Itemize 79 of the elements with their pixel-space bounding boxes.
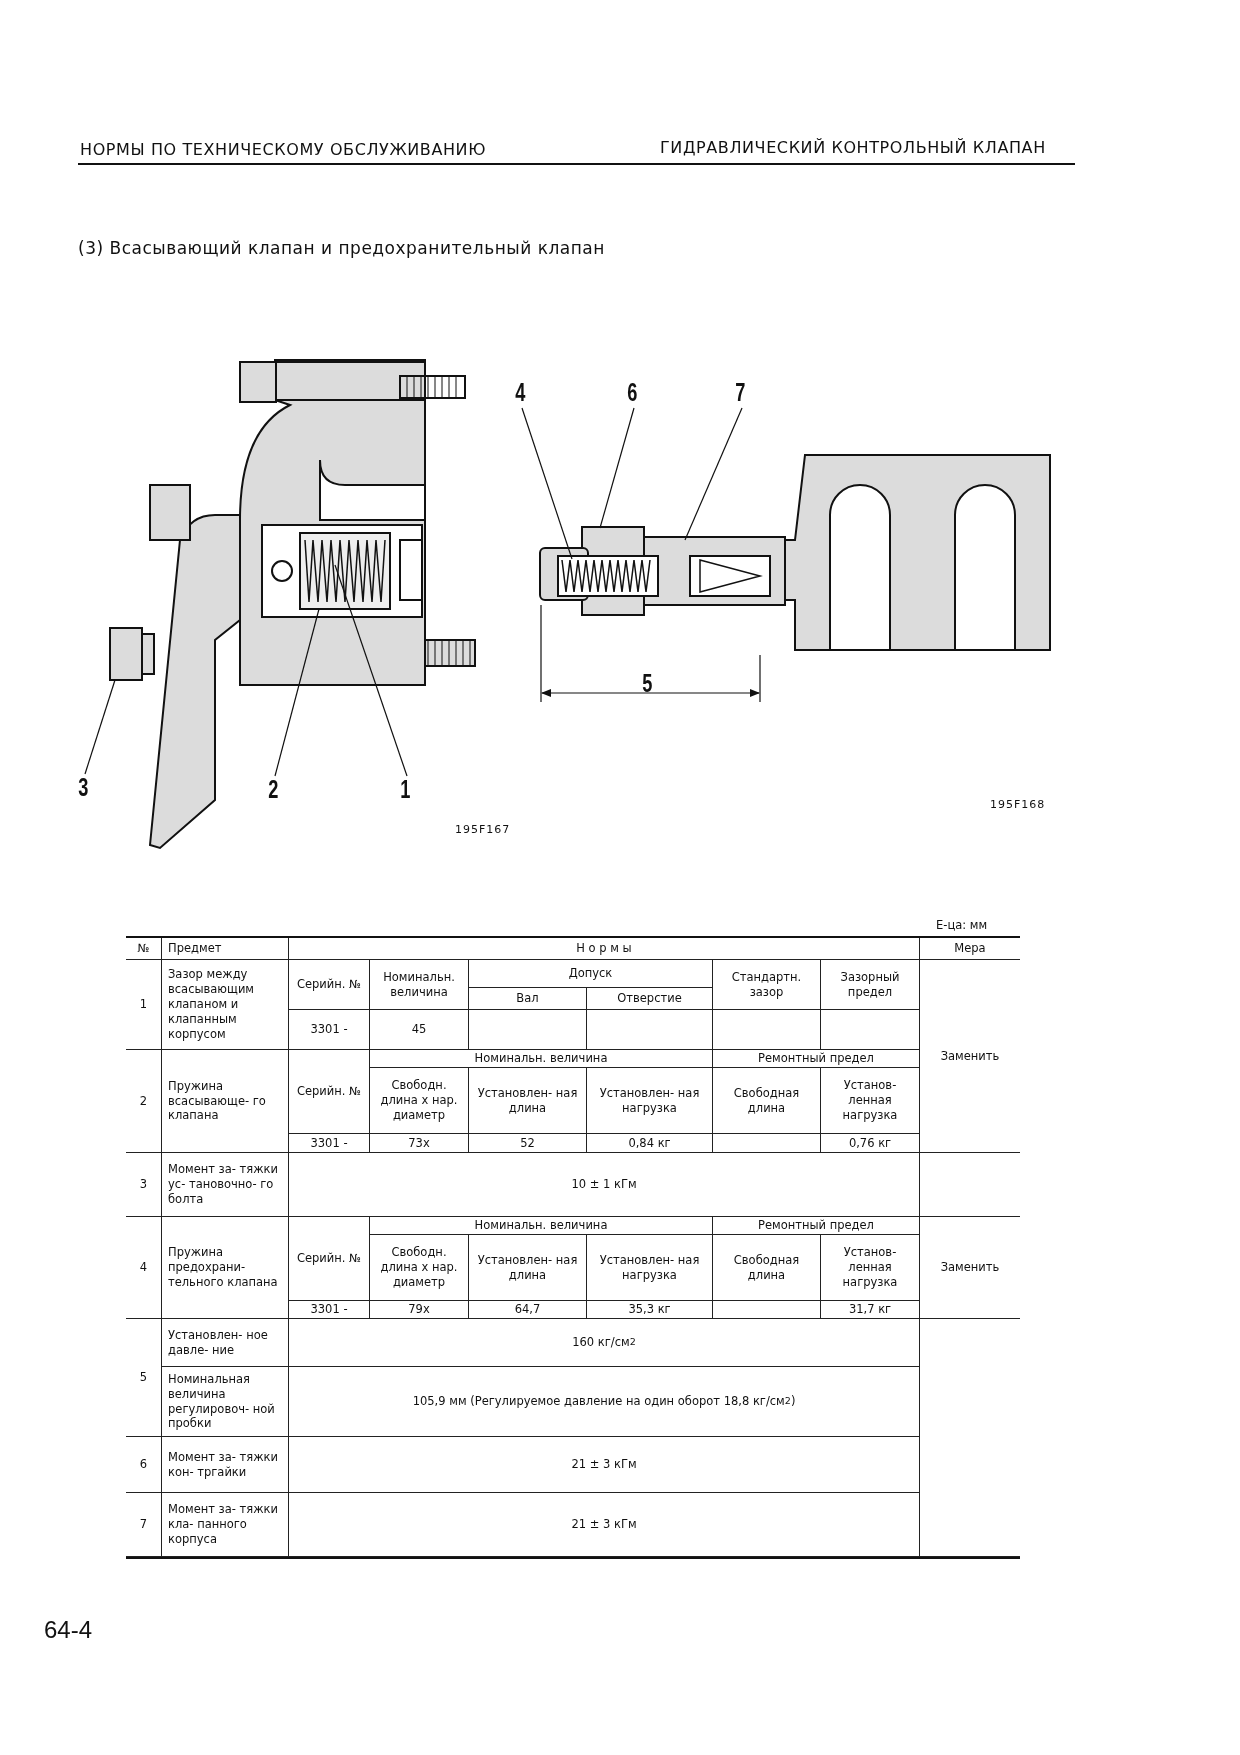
- callout-number: 7: [735, 377, 746, 408]
- table-cell: 45: [370, 1010, 469, 1050]
- table-cell: Ремонтный предел: [713, 1217, 920, 1235]
- table-cell: Номинальн. величина: [370, 1050, 713, 1068]
- table-cell: 79x: [370, 1301, 469, 1319]
- item-name-cell: Момент за- тяжки кла- панного корпуса: [162, 1493, 289, 1557]
- section-title: (3) Всасывающий клапан и предохранительный клапан: [78, 238, 605, 258]
- item-name-cell: Номинальная величина регулировоч- ной пробки: [162, 1367, 289, 1437]
- table-cell: Номинальн. величина: [370, 960, 469, 1010]
- table-cell: Зазорный предел: [821, 960, 920, 1010]
- dimension-value: 5: [642, 668, 653, 699]
- table-cell: Свободная длина: [713, 1068, 821, 1134]
- table-cell: 3301 -: [289, 1010, 370, 1050]
- table-cell: Свободная длина: [713, 1235, 821, 1301]
- table-cell: Установлен- ная нагрузка: [587, 1235, 713, 1301]
- table-cell: 4: [126, 1217, 162, 1319]
- leader-line: [84, 679, 116, 775]
- figure-code: 195F167: [455, 823, 511, 836]
- table-cell: Заменить: [920, 1217, 1020, 1319]
- item-name-cell: Момент за- тяжки ус- тановочно- го болта: [162, 1153, 289, 1217]
- column-header: Н о р м ы: [289, 938, 920, 960]
- table-cell: Установлен- ная длина: [469, 1068, 587, 1134]
- table-cell: 7: [126, 1493, 162, 1557]
- table-cell: 52: [469, 1134, 587, 1153]
- item-name-cell: Момент за- тяжки кон- тргайки: [162, 1437, 289, 1493]
- table-cell: Заменить: [920, 960, 1020, 1153]
- page-header: ГИДРАВЛИЧЕСКИЙ КОНТРОЛЬНЫЙ КЛАПАН: [660, 138, 1046, 157]
- leader-line: [684, 407, 743, 541]
- table-cell: Ремонтный предел: [713, 1050, 920, 1068]
- leader-line: [274, 608, 320, 777]
- table-cell: Серийн. №: [289, 960, 370, 1010]
- table-cell: 0,84 кг: [587, 1134, 713, 1153]
- table-cell: Отверстие: [587, 988, 713, 1010]
- page-number: 64-4: [44, 1616, 93, 1644]
- leader-line: [599, 407, 635, 529]
- table-cell: Допуск: [469, 960, 713, 988]
- table-cell: 3: [126, 1153, 162, 1217]
- page-header: НОРМЫ ПО ТЕХНИЧЕСКОМУ ОБСЛУЖИВАНИЮ: [80, 140, 486, 159]
- table-cell: Установлен- ная нагрузка: [587, 1068, 713, 1134]
- item-name-cell: Установлен- ное давле- ние: [162, 1319, 289, 1367]
- table-cell: Установлен- ная длина: [469, 1235, 587, 1301]
- leader-line: [521, 407, 573, 560]
- column-header: Предмет: [162, 938, 289, 960]
- table-cell: Серийн. №: [289, 1050, 370, 1134]
- table-cell: 3301 -: [289, 1301, 370, 1319]
- column-header: №: [126, 938, 162, 960]
- table-cell: Вал: [469, 988, 587, 1010]
- figure-code: 195F168: [990, 798, 1046, 811]
- table-cell: 64,7: [469, 1301, 587, 1319]
- item-name-cell: Пружина всасывающе- го клапана: [162, 1050, 289, 1153]
- column-header: Мера: [920, 938, 1020, 960]
- table-cell: 21 ± 3 кГм: [289, 1437, 920, 1493]
- item-name-cell: Пружина предохрани- тельного клапана: [162, 1217, 289, 1319]
- table-cell: Номинальн. величина: [370, 1217, 713, 1235]
- table-cell: Стандартн. зазор: [713, 960, 821, 1010]
- table-cell: 6: [126, 1437, 162, 1493]
- table-cell: 2: [126, 1050, 162, 1153]
- table-cell: Свободн. длина x нар. диаметр: [370, 1068, 469, 1134]
- table-cell: 1: [126, 960, 162, 1050]
- item-name-cell: Зазор между всасывающим клапаном и клапанным корпусом: [162, 960, 289, 1050]
- table-cell: 10 ± 1 кГм: [289, 1153, 920, 1217]
- table-cell: Установ- ленная нагрузка: [821, 1235, 920, 1301]
- table-cell: 31,7 кг: [821, 1301, 920, 1319]
- callout-number: 1: [400, 774, 411, 805]
- table-cell: 3301 -: [289, 1134, 370, 1153]
- table-cell: 21 ± 3 кГм: [289, 1493, 920, 1557]
- table-cell: 35,3 кг: [587, 1301, 713, 1319]
- table-cell: 73x: [370, 1134, 469, 1153]
- unit-note: Е-ца: мм: [936, 918, 988, 932]
- table-cell: 0,76 кг: [821, 1134, 920, 1153]
- table-cell: 5: [126, 1319, 162, 1437]
- table-cell: Серийн. №: [289, 1217, 370, 1301]
- callout-number: 3: [78, 772, 89, 803]
- callout-number: 6: [627, 377, 638, 408]
- callout-number: 2: [268, 774, 279, 805]
- table-cell: Установ- ленная нагрузка: [821, 1068, 920, 1134]
- table-cell: Свободн. длина x нар. диаметр: [370, 1235, 469, 1301]
- leader-line: [334, 564, 408, 777]
- callout-number: 4: [515, 377, 526, 408]
